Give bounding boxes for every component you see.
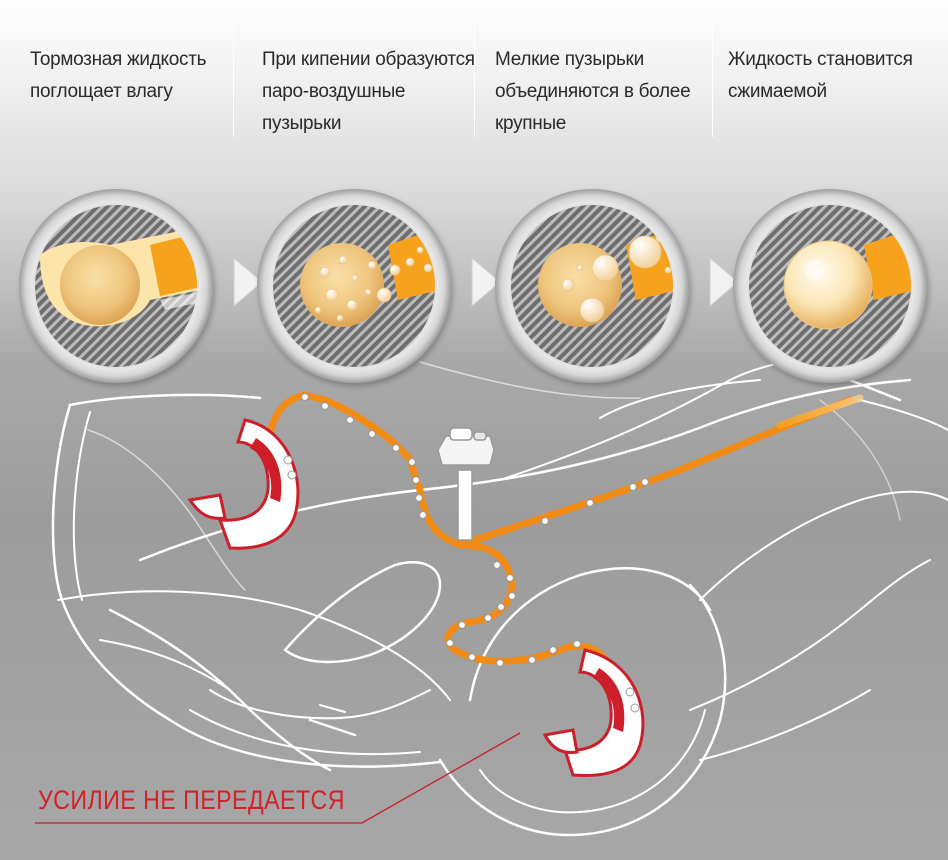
car-outline [51,343,948,837]
stage-captions: Тормозная жидкость поглощает влагу При к… [0,0,948,140]
arrow-icon [471,256,501,308]
stage-1-caption: Тормозная жидкость поглощает влагу [30,49,207,102]
warning-leader-line [35,732,521,824]
stage-4-lens [733,189,927,383]
caption-divider-3 [712,22,713,137]
arrow-icon [709,256,739,308]
arrow-icon [233,256,263,308]
master-cylinder-reservoir [437,427,495,541]
brake-fluid-lines [264,391,864,669]
caption-divider-1 [233,22,234,137]
brake-caliper-left [187,418,300,550]
line-bubbles [300,392,650,668]
stage-arrows [233,256,739,308]
brake-caliper-right [542,648,645,778]
caption-divider-2 [474,22,475,137]
stage-3-caption: Мелкие пузырьки объединяются в более кру… [495,49,691,134]
stage-2-caption: При кипении образуются паро-воздушные пу… [262,49,475,134]
stage-4-caption: Жидкость становится сжимаемой [728,49,913,102]
stage-2-lens [257,189,451,383]
stage-3-lens [495,189,689,383]
warning-label: УСИЛИЕ НЕ ПЕРЕДАЕТСЯ [38,785,345,815]
stage-1-lens [19,189,213,383]
